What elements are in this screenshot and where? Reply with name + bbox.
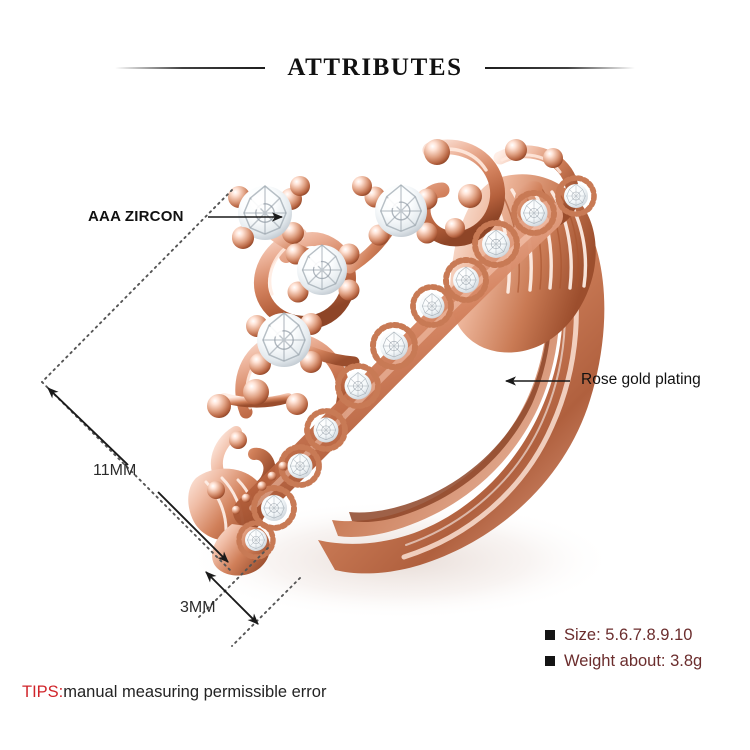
bullet-square-icon [545,656,555,666]
tips-label: TIPS: [22,683,64,701]
specifications-block: Size: 5.6.7.8.9.10 Weight about: 3.8g [545,622,702,674]
dimension-label-11mm: 11MM [93,462,137,479]
header-rule-right [484,67,635,69]
spec-row-weight: Weight about: 3.8g [545,648,702,674]
spec-text-size: Size: 5.6.7.8.9.10 [564,625,693,644]
tips-body: manual measuring permissible error [63,683,327,701]
callout-label-plating: Rose gold plating [581,371,701,388]
bullet-square-icon [545,630,555,640]
header-rule-left [115,67,266,69]
spec-row-size: Size: 5.6.7.8.9.10 [545,622,702,648]
tips-note: TIPS:manual measuring permissible error [22,683,326,702]
dimension-label-3mm: 3MM [180,599,216,616]
spec-text-weight: Weight about: 3.8g [564,651,703,670]
page-header: ATTRIBUTES [0,48,750,88]
page-title: ATTRIBUTES [287,54,463,81]
callout-label-zircon: AAA ZIRCON [88,208,184,225]
